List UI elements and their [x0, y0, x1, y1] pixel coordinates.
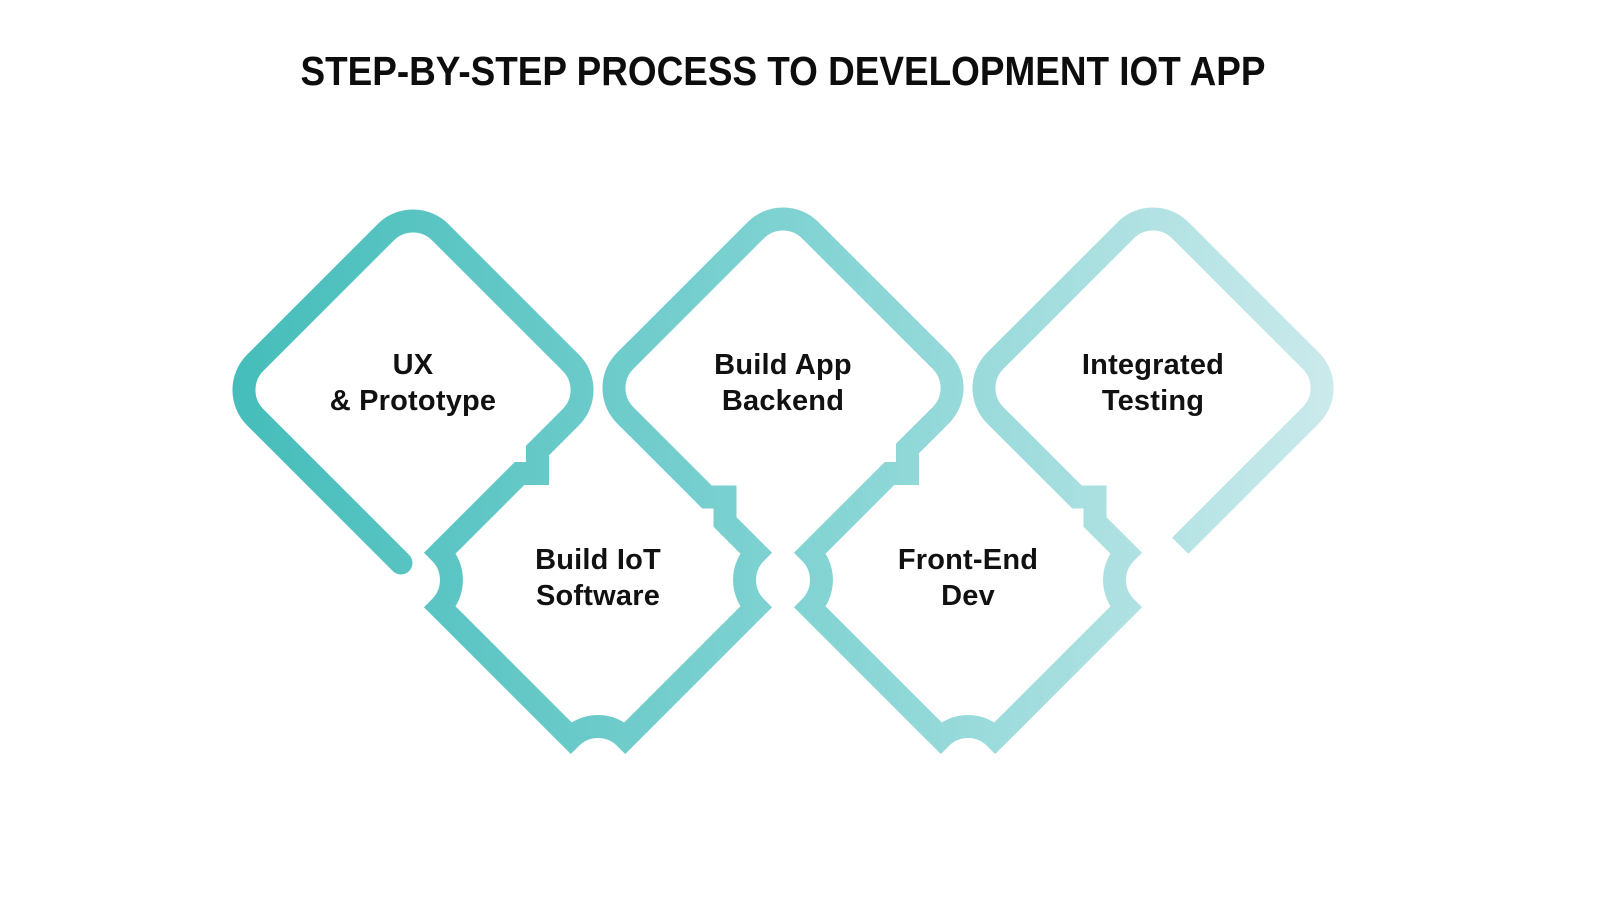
step-label-line1: UX — [392, 349, 434, 381]
step-label-line2: Backend — [721, 385, 845, 417]
step-label-ux-prototype: UX & Prototype — [253, 347, 573, 419]
step-label-integrated-testing: Integrated Testing — [993, 347, 1313, 419]
chain-links-left — [232, 207, 822, 755]
step-label-line2: Testing — [1101, 385, 1205, 417]
diagram-title: STEP-BY-STEP PROCESS TO DEVELOPMENT IOT … — [300, 48, 1266, 94]
step-label-front-end-dev: Front-End Dev — [808, 542, 1128, 614]
step-label-line1: Front-End — [897, 544, 1039, 576]
step-label-line1: Build IoT — [535, 544, 661, 576]
step-label-build-app-backend: Build App Backend — [623, 347, 943, 419]
step-label-line2: Software — [535, 580, 661, 612]
step-label-line1: Build App — [714, 349, 852, 381]
step-label-line2: Dev — [941, 580, 995, 612]
chain-links-right — [793, 207, 1334, 755]
step-label-line2: & Prototype — [329, 385, 497, 417]
step-label-line1: Integrated — [1081, 349, 1225, 381]
step-label-build-iot-software: Build IoT Software — [438, 542, 758, 614]
